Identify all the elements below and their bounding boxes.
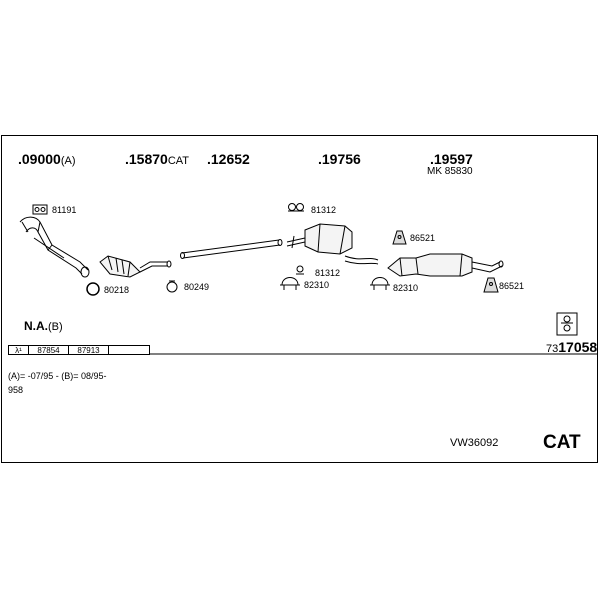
lambda-cell: 87913 [69, 346, 109, 355]
part-number-15870: .15870CAT [125, 151, 190, 167]
notes-line-2: 958 [8, 385, 24, 395]
part-number-12652: .12652 [207, 151, 250, 167]
lambda-cell [109, 346, 149, 354]
rubber-bracket-icon [392, 230, 407, 245]
lambda-symbol: λ¹ [9, 346, 29, 355]
front-pipe-icon [19, 216, 90, 278]
part-number-19597: .19597 [430, 151, 473, 167]
lambda-cell: 87854 [29, 346, 69, 355]
diagram-frame [1, 135, 598, 463]
pipe-clamp-icon [370, 277, 390, 290]
mounting-kit-number: 7317058 [546, 339, 598, 355]
cat-label: CAT [543, 432, 581, 453]
part-number-19756: .19756 [318, 151, 361, 167]
rubber-hanger-icon [288, 203, 304, 212]
centre-silencer-icon [286, 223, 379, 265]
label-81312-bottom: 81312 [315, 268, 341, 278]
lambda-sensor-table: λ¹ 87854 87913 [8, 345, 150, 355]
label-86521-bottom: 86521 [499, 281, 525, 291]
clamp-icon [166, 280, 178, 293]
set-code: VW36092 [450, 437, 499, 449]
label-81191: 81191 [52, 205, 77, 215]
catalytic-converter-icon [99, 255, 172, 278]
notes-line-1: (A)= -07/95 - (B)= 08/95- [8, 371, 107, 381]
label-80249: 80249 [184, 282, 210, 292]
label-80218: 80218 [104, 285, 130, 295]
label-81312-top: 81312 [311, 205, 337, 215]
na-label: N.A.(B) [24, 319, 63, 333]
ring-icon [86, 282, 100, 296]
mk-label: MK 85830 [427, 166, 473, 177]
pipe-clamp-icon [280, 277, 300, 290]
rubber-hanger-icon [296, 265, 304, 275]
gasket-icon [32, 204, 48, 215]
rear-silencer-icon [387, 253, 504, 277]
label-82310-left: 82310 [304, 280, 330, 290]
part-number-09000: .09000(A) [18, 151, 76, 167]
mounting-kit-icon [556, 312, 578, 336]
label-86521-top: 86521 [410, 233, 436, 243]
rubber-bracket-icon [483, 277, 499, 293]
middle-pipe-icon [180, 239, 283, 259]
label-82310-right: 82310 [393, 283, 419, 293]
